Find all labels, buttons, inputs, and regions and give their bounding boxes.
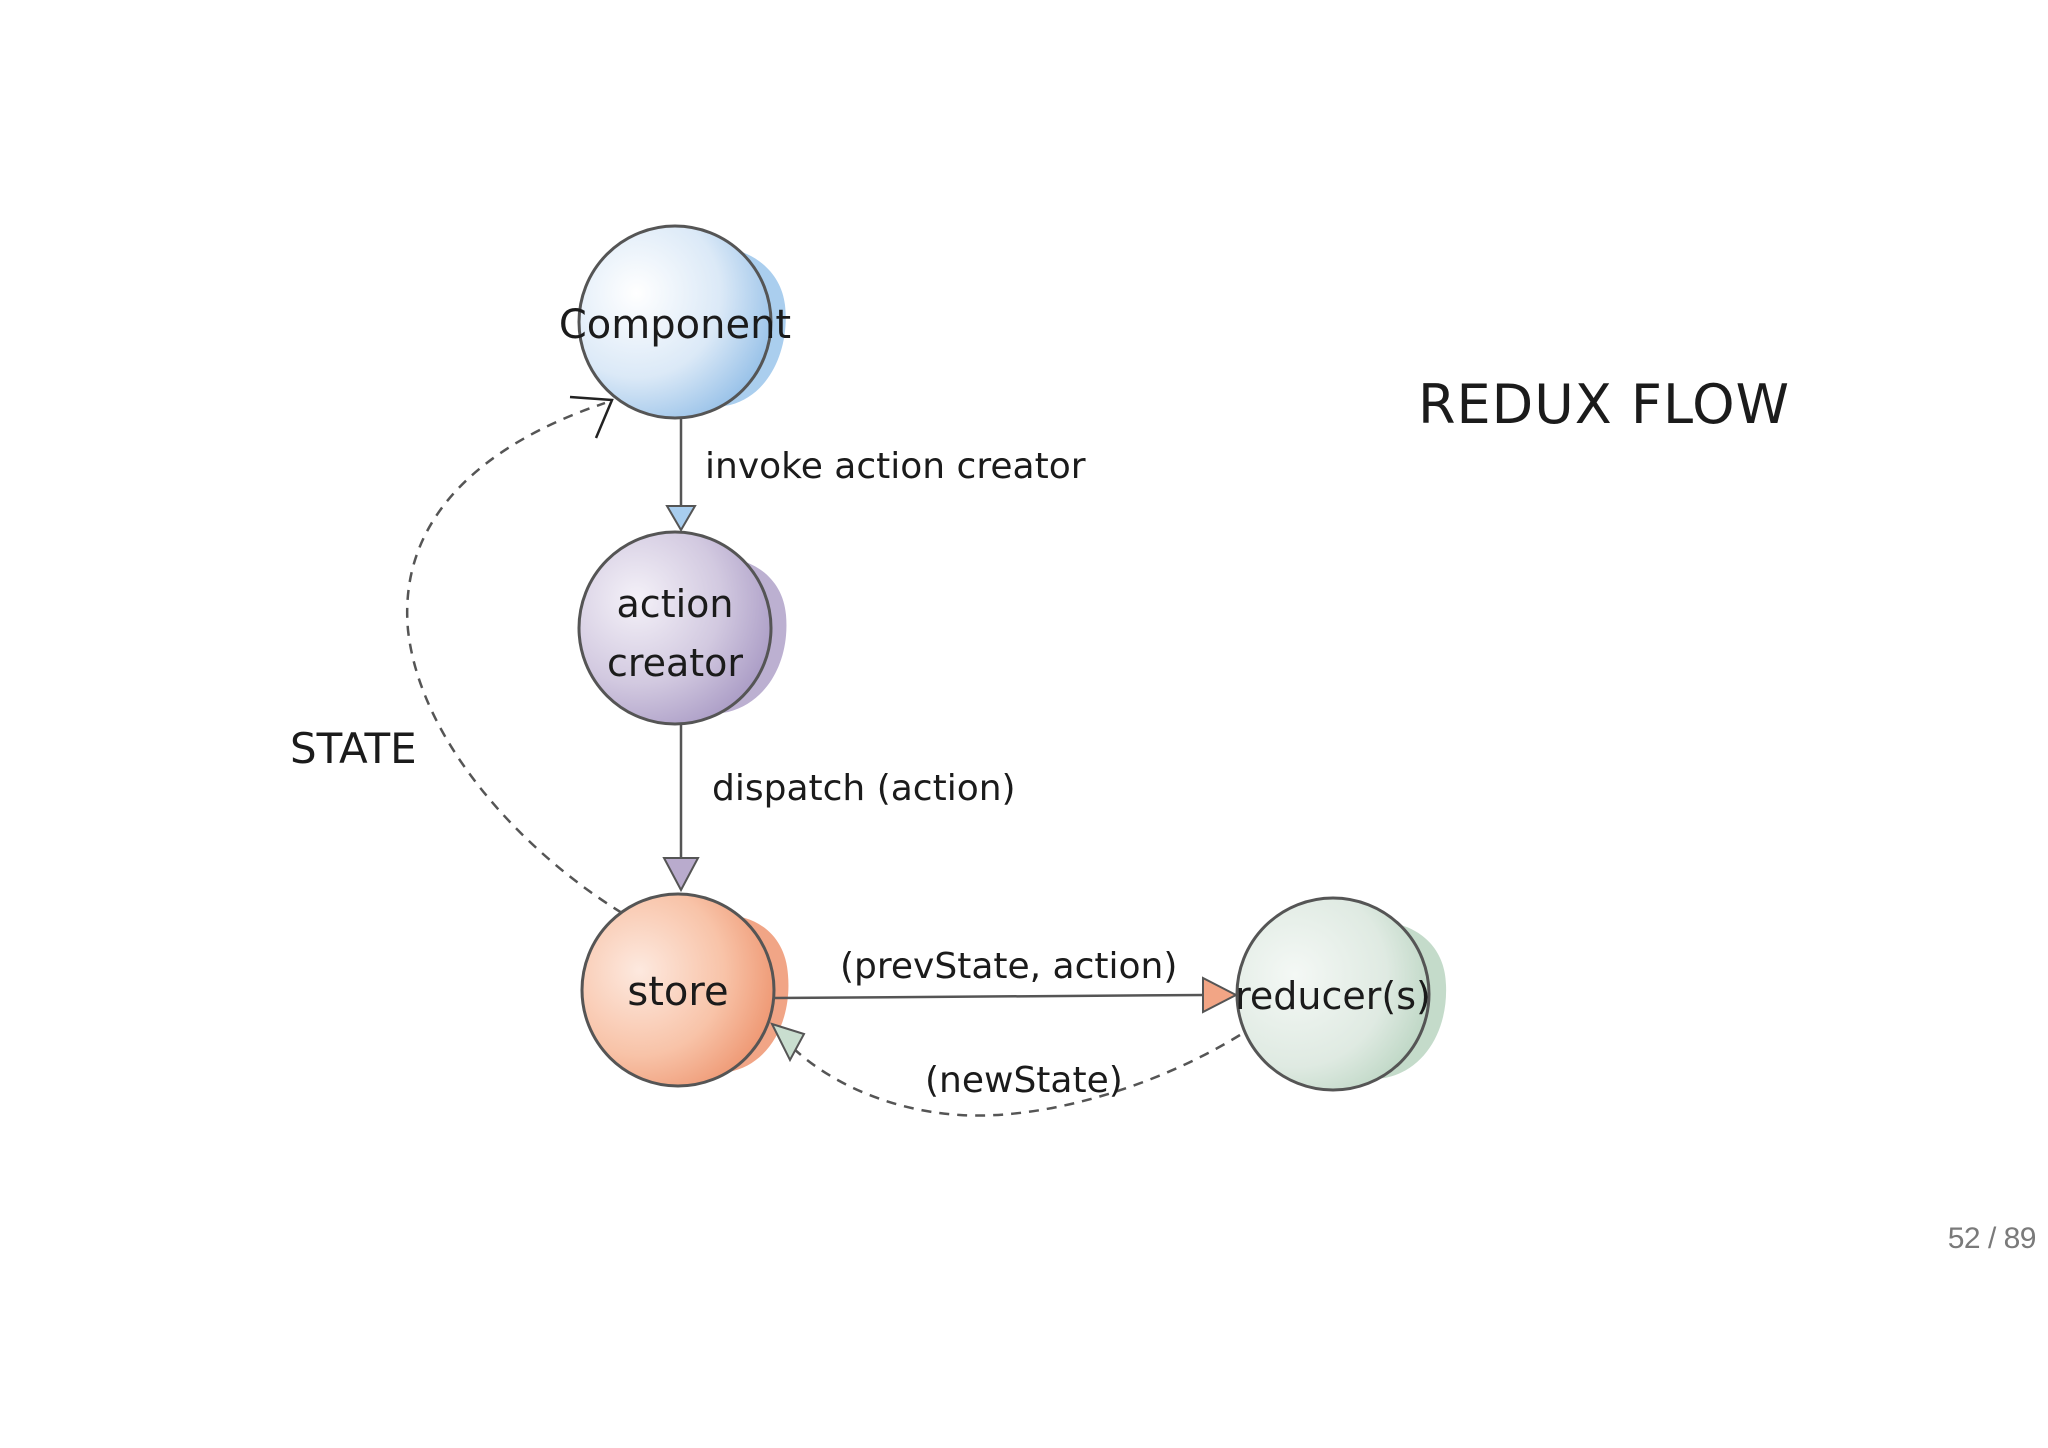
store-node: store xyxy=(580,892,789,1088)
state-label: STATE xyxy=(290,724,417,773)
new-state-arrow xyxy=(770,1022,1241,1117)
store-label: store xyxy=(627,969,728,1015)
new-state-label: (newState) xyxy=(925,1060,1123,1101)
total-slide-count: 89 xyxy=(2003,1222,2037,1255)
current-slide-number: 52 xyxy=(1947,1222,1981,1255)
slide-title: REDUX FLOW xyxy=(1418,373,1790,436)
slide-counter: 52 / 89 xyxy=(1947,1222,2037,1256)
action-creator-label-line2: creator xyxy=(607,641,743,685)
pager-separator: / xyxy=(1987,1222,1996,1255)
prev-state-arrow xyxy=(774,976,1239,1014)
reducer-label: reducer(s) xyxy=(1235,974,1431,1018)
reducer-node: reducer(s) xyxy=(1235,896,1447,1092)
invoke-label: invoke action creator xyxy=(705,446,1086,487)
action-creator-label-line1: action xyxy=(617,582,734,626)
dispatch-label: dispatch (action) xyxy=(712,768,1016,809)
invoke-arrow xyxy=(665,419,697,532)
prev-state-label: (prevState, action) xyxy=(840,946,1177,987)
component-label: Component xyxy=(559,302,791,348)
component-node: Component xyxy=(559,224,791,420)
state-arrow xyxy=(405,395,623,915)
dispatch-arrow xyxy=(662,725,700,893)
action-creator-node: action creator xyxy=(577,530,787,726)
